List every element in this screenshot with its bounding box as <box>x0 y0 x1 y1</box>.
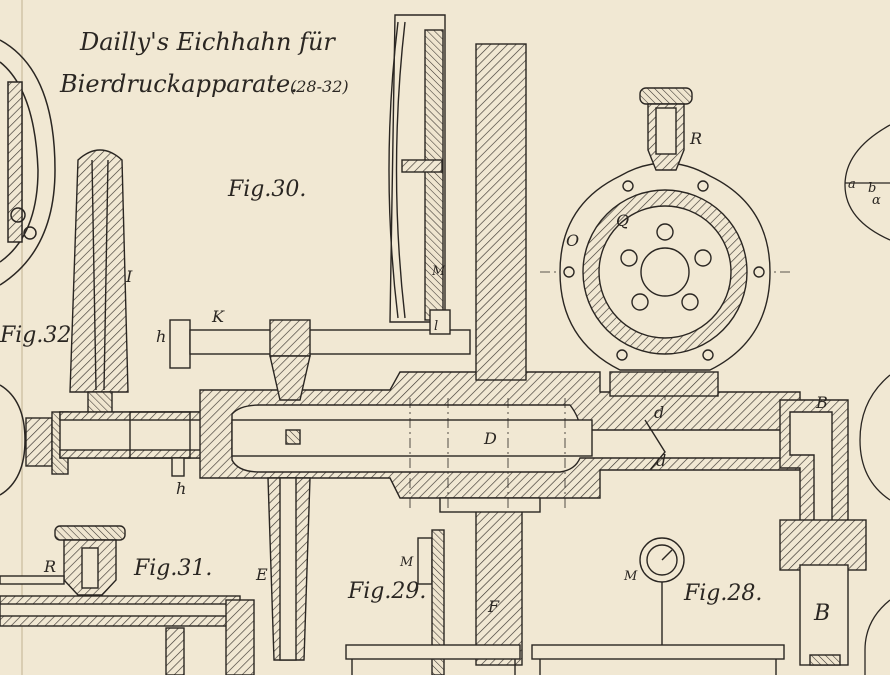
label-B-upper: B <box>815 393 828 412</box>
label-alpha: α <box>872 193 881 208</box>
label-R-fig31: R <box>43 557 56 576</box>
fig31-drawing <box>0 525 255 675</box>
plate-title-ref: (28-32) <box>290 77 349 96</box>
column-F-lower <box>475 509 523 666</box>
fig29-drawing <box>345 529 521 675</box>
fig31-label: Fig.31. <box>133 556 212 581</box>
bracket-K <box>169 319 191 369</box>
label-a: a <box>848 177 856 192</box>
outlet-B <box>799 564 849 666</box>
fig30-drawing <box>25 14 867 666</box>
fig29-label: Fig.29. <box>347 579 426 604</box>
fig28-label: Fig.28. <box>683 581 762 606</box>
right-edge-detail <box>844 124 890 675</box>
fig30-label: Fig.30. <box>227 177 306 202</box>
fig32-label: Fig.32. <box>0 323 78 348</box>
label-I: I <box>125 267 133 286</box>
label-O: O <box>566 231 579 250</box>
plate-title-line2: Bierdruckapparate. <box>59 70 298 98</box>
label-R-top: R <box>689 129 702 148</box>
label-D: D <box>483 429 497 448</box>
fig32-drawing <box>0 39 56 496</box>
label-K: K <box>211 307 225 326</box>
handle-I <box>69 149 129 393</box>
label-Q: Q <box>616 211 629 230</box>
label-M-gauge: M <box>431 264 446 279</box>
label-M-fig28: M <box>623 569 638 584</box>
label-E: E <box>255 565 268 584</box>
screw-R-top <box>639 87 693 105</box>
plate-title-line1: Dailly's Eichhahn für <box>79 28 336 56</box>
flange-front-view <box>559 87 771 397</box>
label-b: b <box>868 181 876 196</box>
label-M-fig29: M <box>399 555 414 570</box>
label-F: F <box>487 597 500 616</box>
label-B-lower: B <box>813 601 830 626</box>
label-h-upper: h <box>156 327 166 346</box>
label-d-lower: d <box>656 451 666 470</box>
left-nut <box>25 417 53 467</box>
label-d-upper: d <box>654 403 664 422</box>
label-h-lower: h <box>176 479 186 498</box>
column-F <box>475 43 527 381</box>
label-l: l <box>434 319 438 334</box>
fig28-drawing <box>531 537 785 675</box>
